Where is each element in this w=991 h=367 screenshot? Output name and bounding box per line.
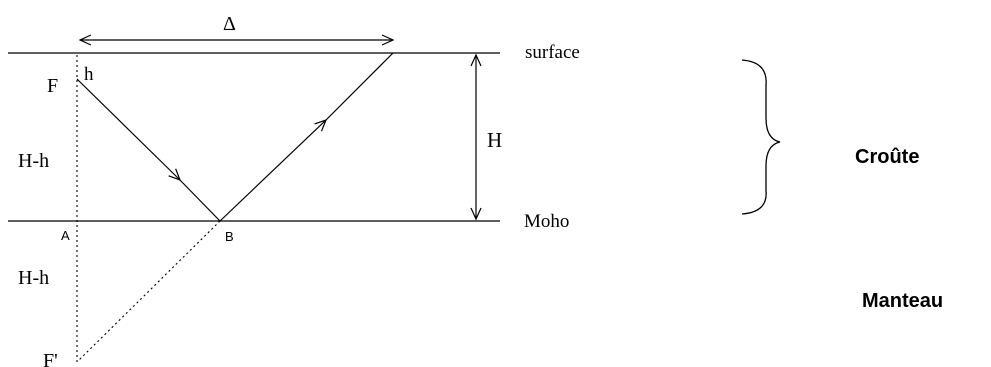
crust-label: Croûte [855, 146, 919, 168]
delta-label: Δ [223, 13, 236, 35]
lower-H-minus-h-label: H-h [18, 267, 49, 289]
image-ray-dotted [78, 220, 221, 361]
mantle-label: Manteau [862, 290, 943, 312]
ray-down-segment-2 [177, 177, 221, 222]
moho-label: Moho [524, 211, 569, 232]
point-B-label: B [225, 229, 234, 244]
surface-label: surface [525, 42, 580, 63]
image-source-F-prime-label: F' [43, 350, 58, 367]
thickness-H-label: H [487, 128, 502, 152]
depth-h-label: h [84, 64, 94, 85]
source-F-label: F [47, 75, 58, 97]
point-A-label: A [61, 228, 70, 243]
ray-down-segment-1 [76, 78, 182, 182]
ray-up-segment-1 [219, 118, 328, 222]
upper-H-minus-h-label: H-h [18, 150, 49, 172]
ray-up-segment-2 [323, 52, 394, 123]
crust-brace [741, 59, 781, 215]
